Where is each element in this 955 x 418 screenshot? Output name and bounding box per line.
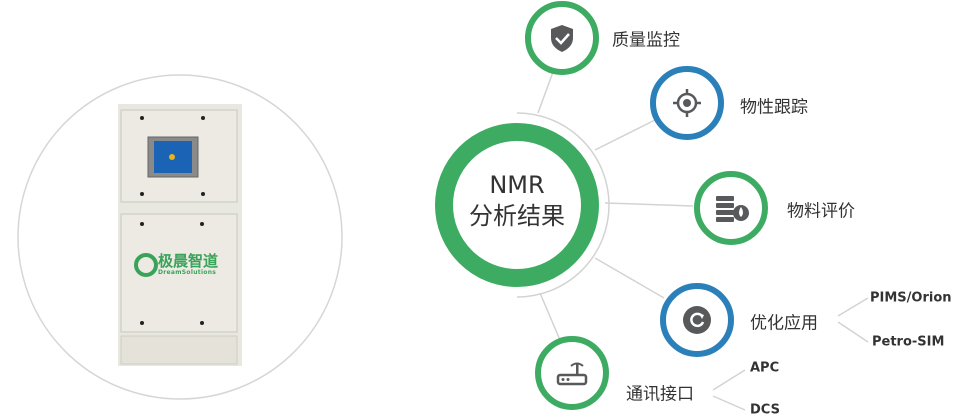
center-title: NMR xyxy=(489,171,545,199)
sub-pims-orion: PIMS/Orion xyxy=(870,290,952,306)
brand-name-cn: 极晨智道 xyxy=(158,252,219,270)
node-communication xyxy=(535,336,609,410)
label-tracking: 物性跟踪 xyxy=(740,97,808,118)
brand-name-en: DreamSolutions xyxy=(158,269,217,276)
sub-apc: APC xyxy=(750,360,780,376)
center-subtitle: 分析结果 xyxy=(469,202,565,230)
center-ring xyxy=(435,123,599,287)
node-quality xyxy=(525,1,599,75)
label-optimization: 优化应用 xyxy=(750,313,818,334)
sub-dcs: DCS xyxy=(750,402,780,418)
connector-lines xyxy=(516,71,869,411)
node-optimization xyxy=(660,283,734,357)
shield-check-icon xyxy=(551,25,573,52)
label-quality: 质量监控 xyxy=(612,30,680,51)
database-drop-icon xyxy=(716,196,749,222)
target-icon xyxy=(673,89,701,117)
node-tracking xyxy=(650,66,724,140)
router-icon xyxy=(556,362,588,386)
center-label: NMR 分析结果 xyxy=(457,170,577,232)
label-communication: 通讯接口 xyxy=(626,384,694,405)
sub-petro-sim: Petro-SIM xyxy=(872,334,945,350)
analyzer-cabinet xyxy=(118,104,242,366)
device-frame-circle xyxy=(17,74,343,400)
refresh-icon xyxy=(683,306,711,334)
node-material xyxy=(694,171,768,245)
brand-logo-icon xyxy=(134,253,158,277)
label-material: 物料评价 xyxy=(787,201,855,222)
